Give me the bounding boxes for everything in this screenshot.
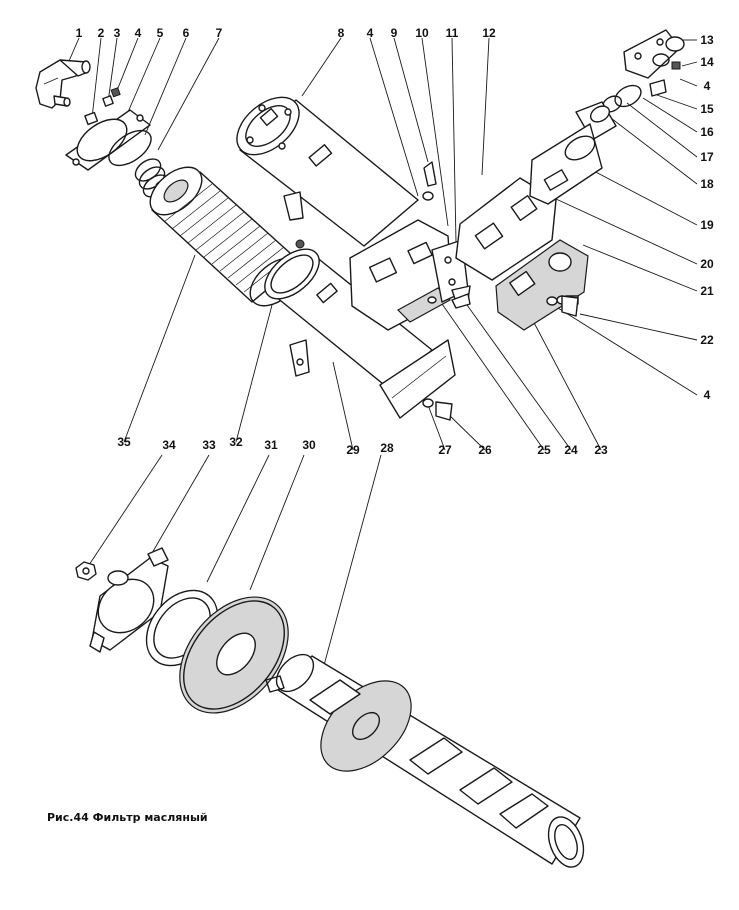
callout-10: 10 [415,26,429,40]
callout-16: 16 [700,125,714,139]
central-tube-part-28 [265,653,585,868]
callout-15: 15 [700,102,714,116]
callout-23: 23 [594,443,608,457]
callout-7: 7 [215,26,223,40]
filter-element-part-35 [149,166,305,307]
callout-4d: 4 [703,388,711,402]
callout-28: 28 [380,441,394,455]
callout-32: 32 [229,435,243,449]
callout-8: 8 [337,26,345,40]
callout-18: 18 [700,177,714,191]
callout-22: 22 [700,333,714,347]
housing-cylinder-upper [236,96,419,247]
callout-25: 25 [537,443,551,457]
callout-13: 13 [700,33,714,47]
figure-caption: Рис.44 Фильтр масляный [47,811,208,824]
callout-31: 31 [264,438,278,452]
nut-part-34 [75,561,97,581]
callout-11: 11 [445,26,459,40]
leader-lines [65,37,698,681]
callout-2: 2 [97,26,105,40]
callout-9: 9 [390,26,398,40]
callout-26: 26 [478,443,492,457]
callout-33: 33 [202,438,216,452]
housing-cylinder-lower [264,248,456,419]
callout-5: 5 [156,26,164,40]
callout-20: 20 [700,257,714,271]
callout-29: 29 [346,443,360,457]
callout-12: 12 [482,26,496,40]
callout-30: 30 [302,438,316,452]
callout-3: 3 [113,26,121,40]
callout-24: 24 [564,443,578,457]
perforated-disk-part-30 [179,596,289,714]
callout-4b: 4 [366,26,374,40]
callout-21: 21 [700,284,714,298]
callout-1: 1 [75,26,83,40]
callout-19: 19 [700,218,714,232]
manifold-body [349,161,471,331]
cover-part-33 [89,547,169,653]
tube-slots [309,679,549,829]
elbow-fitting-part-1 [35,59,91,109]
callout-6: 6 [182,26,190,40]
callout-17: 17 [700,150,714,164]
callout-34: 34 [162,438,176,452]
fasteners-parts-22-27 [422,293,579,421]
callout-4c: 4 [703,79,711,93]
cap-and-springs-parts-2-7 [65,87,170,198]
callout-4: 4 [134,26,142,40]
callout-27: 27 [438,443,452,457]
callout-35: 35 [117,435,131,449]
valve-assembly-parts-13-20 [529,29,685,205]
callout-14: 14 [700,55,714,69]
